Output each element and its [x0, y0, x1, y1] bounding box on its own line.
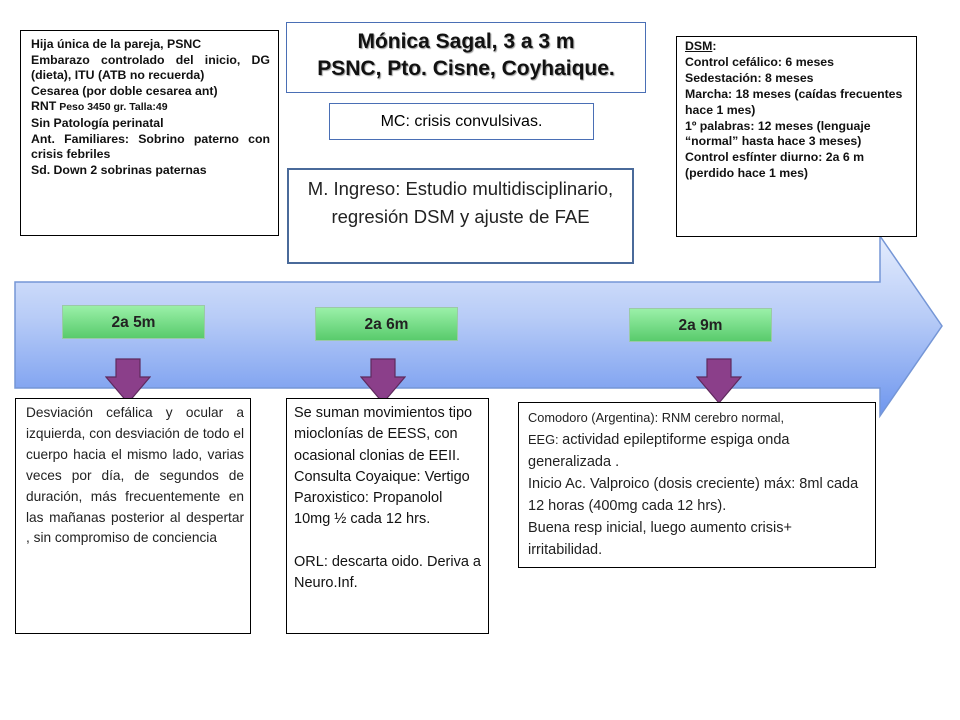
- development-item: 1º palabras: 12 meses (lenguaje “normal”…: [685, 118, 871, 149]
- down-arrow-icon: [105, 358, 151, 404]
- title-box: Mónica Sagal, 3 a 3 m PSNC, Pto. Cisne, …: [286, 22, 646, 93]
- development-item: Control esfínter diurno: 2a 6 m (perdido…: [685, 150, 865, 181]
- event-text: Buena resp inicial, luego aumento crisis…: [528, 520, 792, 558]
- event-text: Desviación cefálica y ocular a izquierda…: [26, 405, 244, 546]
- history-line-suffix: Peso 3450 gr. Talla:49: [56, 101, 168, 114]
- age-button-2a5m[interactable]: 2a 5m: [62, 305, 205, 339]
- event-text: Comodoro (Argentina): RNM cerebro normal…: [528, 410, 785, 425]
- development-item: Control cefálico: 6 meses: [685, 54, 834, 69]
- history-line: Ant. Familiares: Sobrino paterno con cri…: [31, 131, 270, 162]
- down-arrow-icon: [696, 358, 742, 404]
- history-line: Sd. Down 2 sobrinas paternas: [31, 162, 207, 177]
- development-title: DSM:: [685, 39, 910, 55]
- event-text: EEG: actividad epileptiforme espiga onda…: [528, 429, 867, 473]
- chief-complaint: MC: crisis convulsivas.: [380, 113, 543, 130]
- history-box: Hija única de la pareja, PSNC Embarazo c…: [20, 30, 279, 236]
- history-line-text: RNT: [31, 99, 57, 114]
- patient-subtitle: PSNC, Pto. Cisne, Coyhaique.: [317, 57, 615, 80]
- age-button-2a6m[interactable]: 2a 6m: [315, 307, 458, 341]
- event-text: Se suman movimientos tipo mioclonías de …: [294, 405, 473, 528]
- down-arrow-icon: [360, 358, 406, 404]
- development-title-colon: :: [712, 39, 717, 53]
- chief-complaint-box: MC: crisis convulsivas.: [329, 103, 594, 140]
- event-text: ORL: descarta oido. Deriva a Neuro.Inf.: [294, 553, 481, 592]
- development-item: Sedestación: 8 meses: [685, 70, 814, 85]
- event-box-2a9m: Comodoro (Argentina): RNM cerebro normal…: [518, 402, 876, 568]
- history-line: Embarazo controlado del inicio, DG (diet…: [31, 52, 270, 83]
- event-text: Inicio Ac. Valproico (dosis creciente) m…: [528, 476, 859, 514]
- admission-reason: M. Ingreso: Estudio multidisciplinario, …: [307, 178, 614, 227]
- history-line: Cesarea (por doble cesarea ant): [31, 83, 218, 98]
- event-box-2a5m: Desviación cefálica y ocular a izquierda…: [15, 398, 251, 634]
- development-box: DSM: Control cefálico: 6 meses Sedestaci…: [676, 36, 917, 237]
- history-line: Hija única de la pareja, PSNC: [31, 37, 202, 51]
- admission-reason-box: M. Ingreso: Estudio multidisciplinario, …: [287, 168, 634, 264]
- eeg-label: EEG:: [528, 432, 563, 447]
- event-box-2a6m: Se suman movimientos tipo mioclonías de …: [286, 398, 489, 634]
- spacer: [294, 531, 482, 552]
- history-line: RNT Peso 3450 gr. Talla:49: [31, 99, 270, 116]
- patient-title: Mónica Sagal, 3 a 3 m: [357, 30, 575, 53]
- development-title-text: DSM: [685, 39, 713, 53]
- development-item: Marcha: 18 meses (caídas frecuentes hace…: [685, 86, 903, 117]
- eeg-result: actividad epileptiforme espiga onda gene…: [528, 432, 790, 470]
- age-button-2a9m[interactable]: 2a 9m: [629, 308, 772, 342]
- history-line: Sin Patología perinatal: [31, 115, 164, 130]
